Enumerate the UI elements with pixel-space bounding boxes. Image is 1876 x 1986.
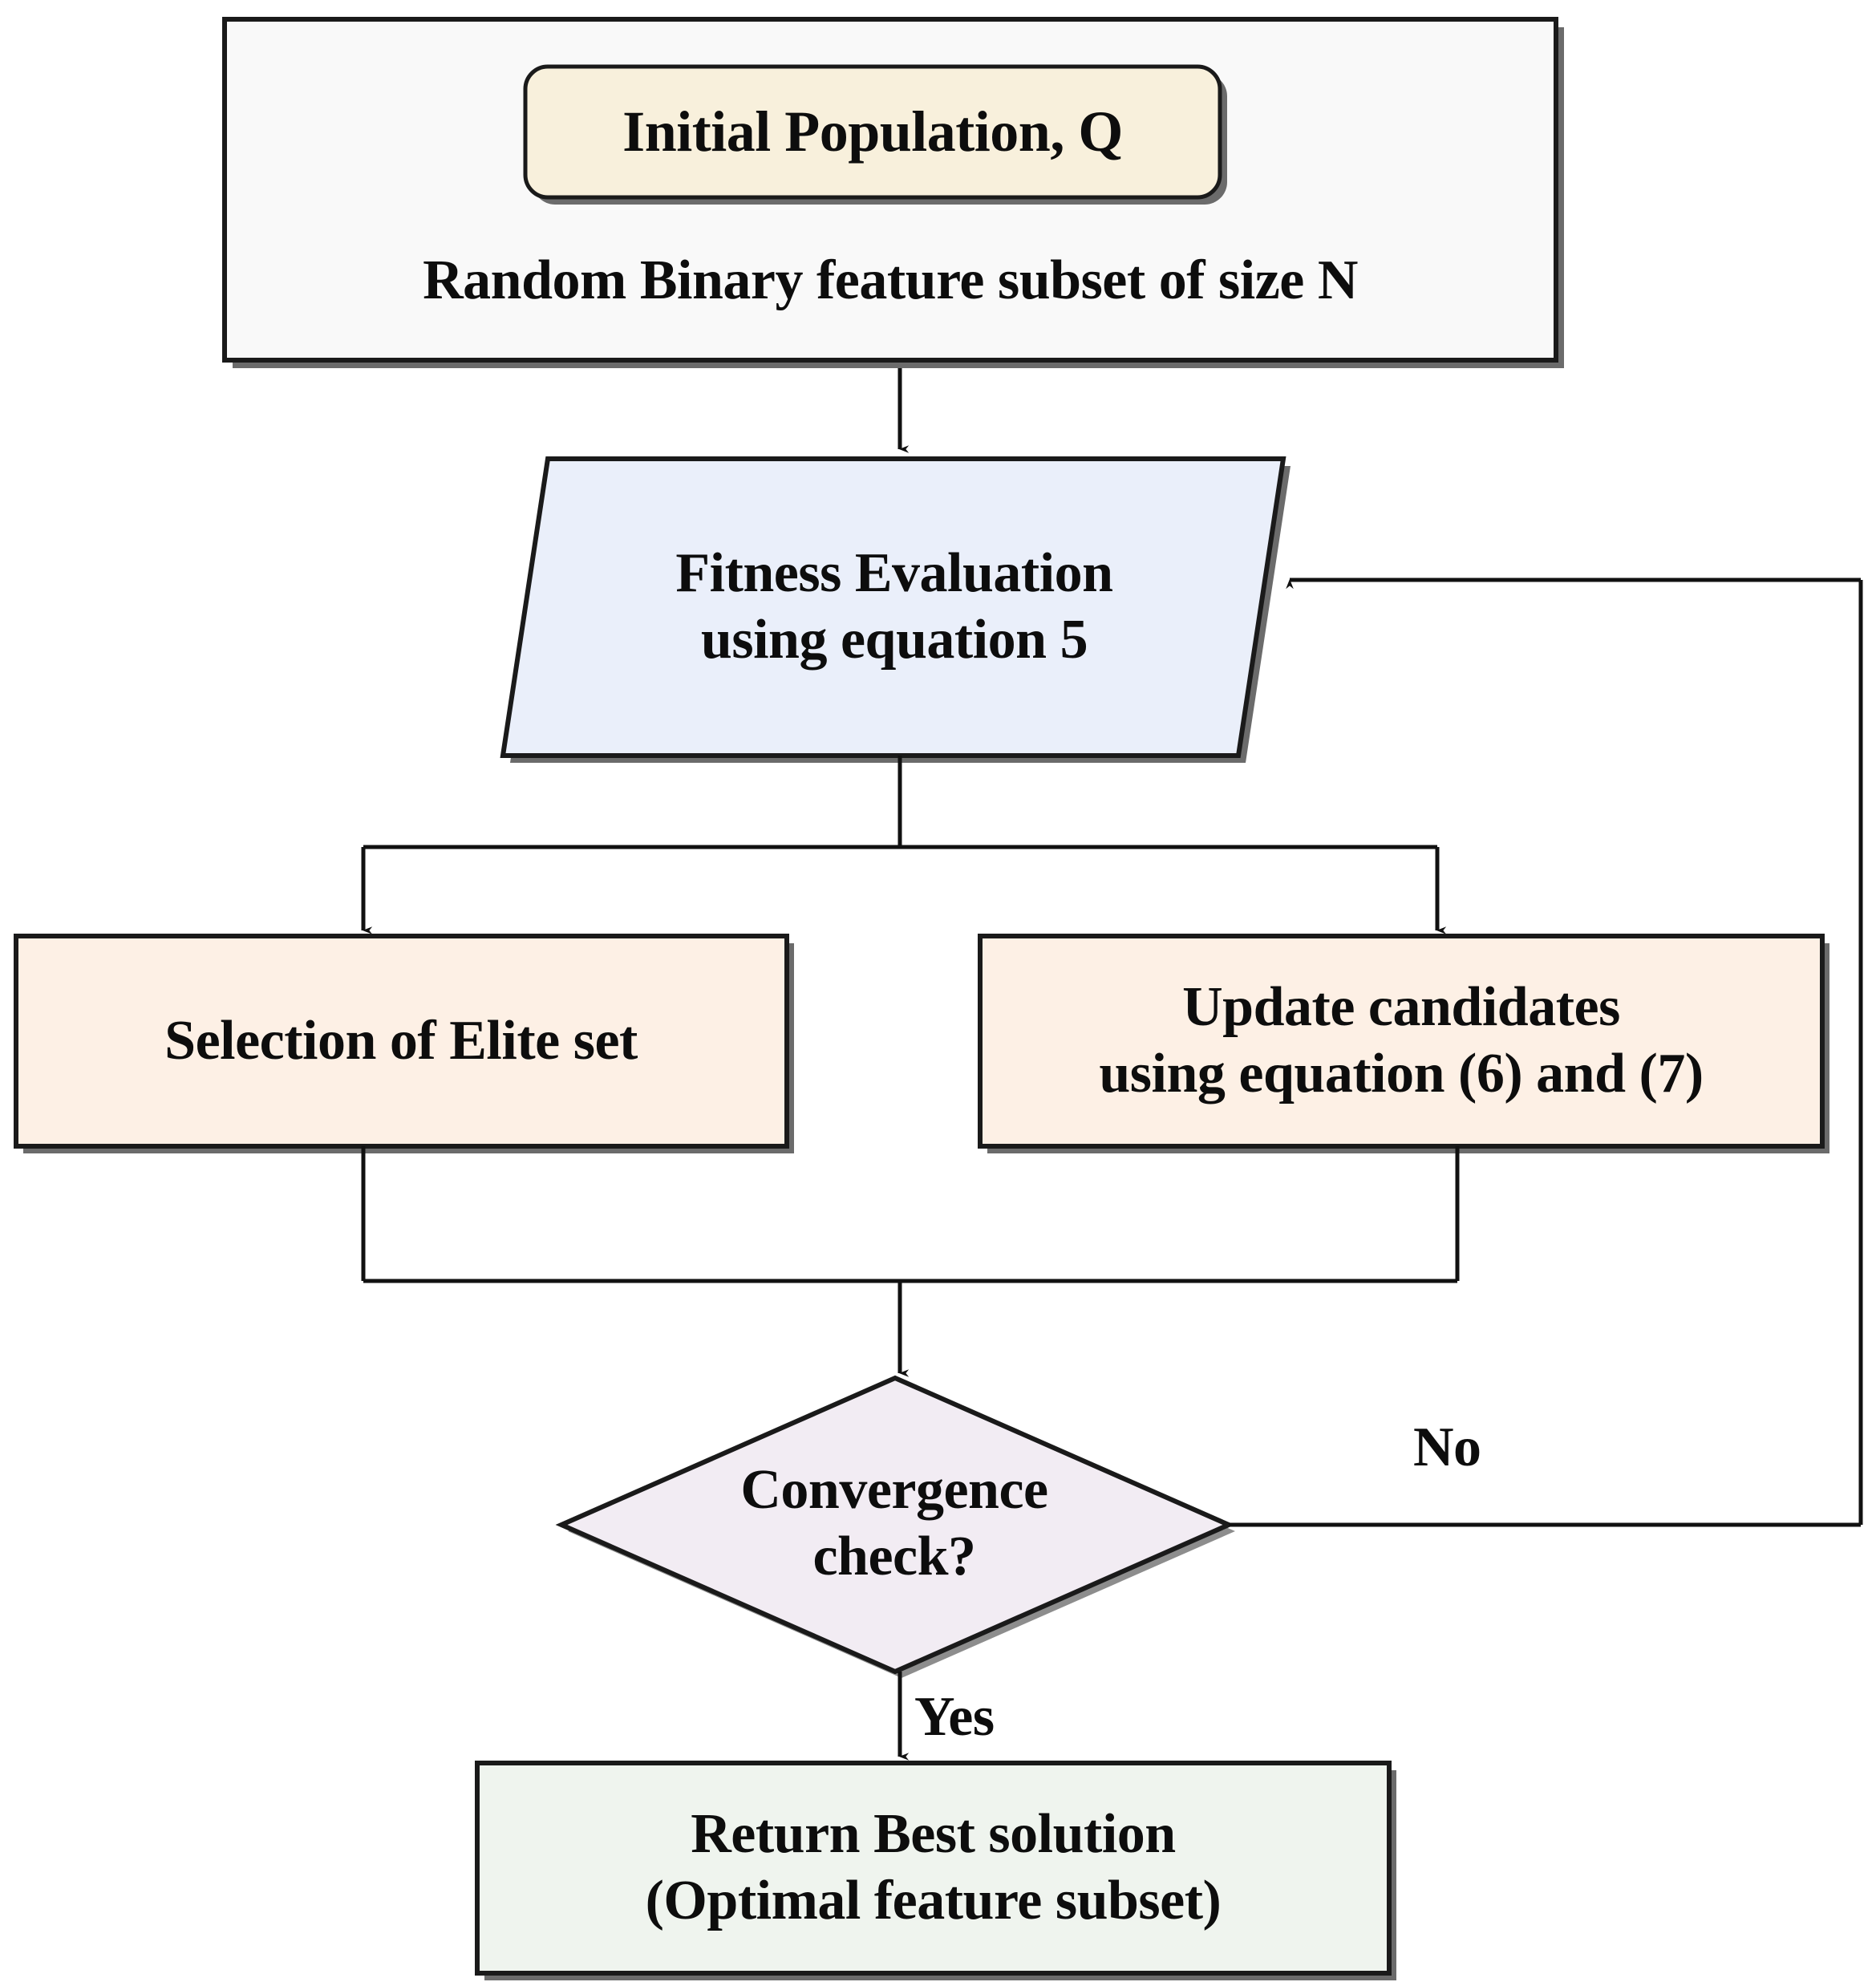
update-candidates-shape[interactable]: [978, 934, 1825, 1149]
initial-population-shape[interactable]: [523, 64, 1222, 200]
selection-elite-shape[interactable]: [14, 934, 789, 1149]
return-best-shape[interactable]: [475, 1761, 1392, 1976]
fitness-evaluation-shape[interactable]: [500, 456, 1286, 758]
convergence-check-shape[interactable]: [555, 1375, 1235, 1675]
